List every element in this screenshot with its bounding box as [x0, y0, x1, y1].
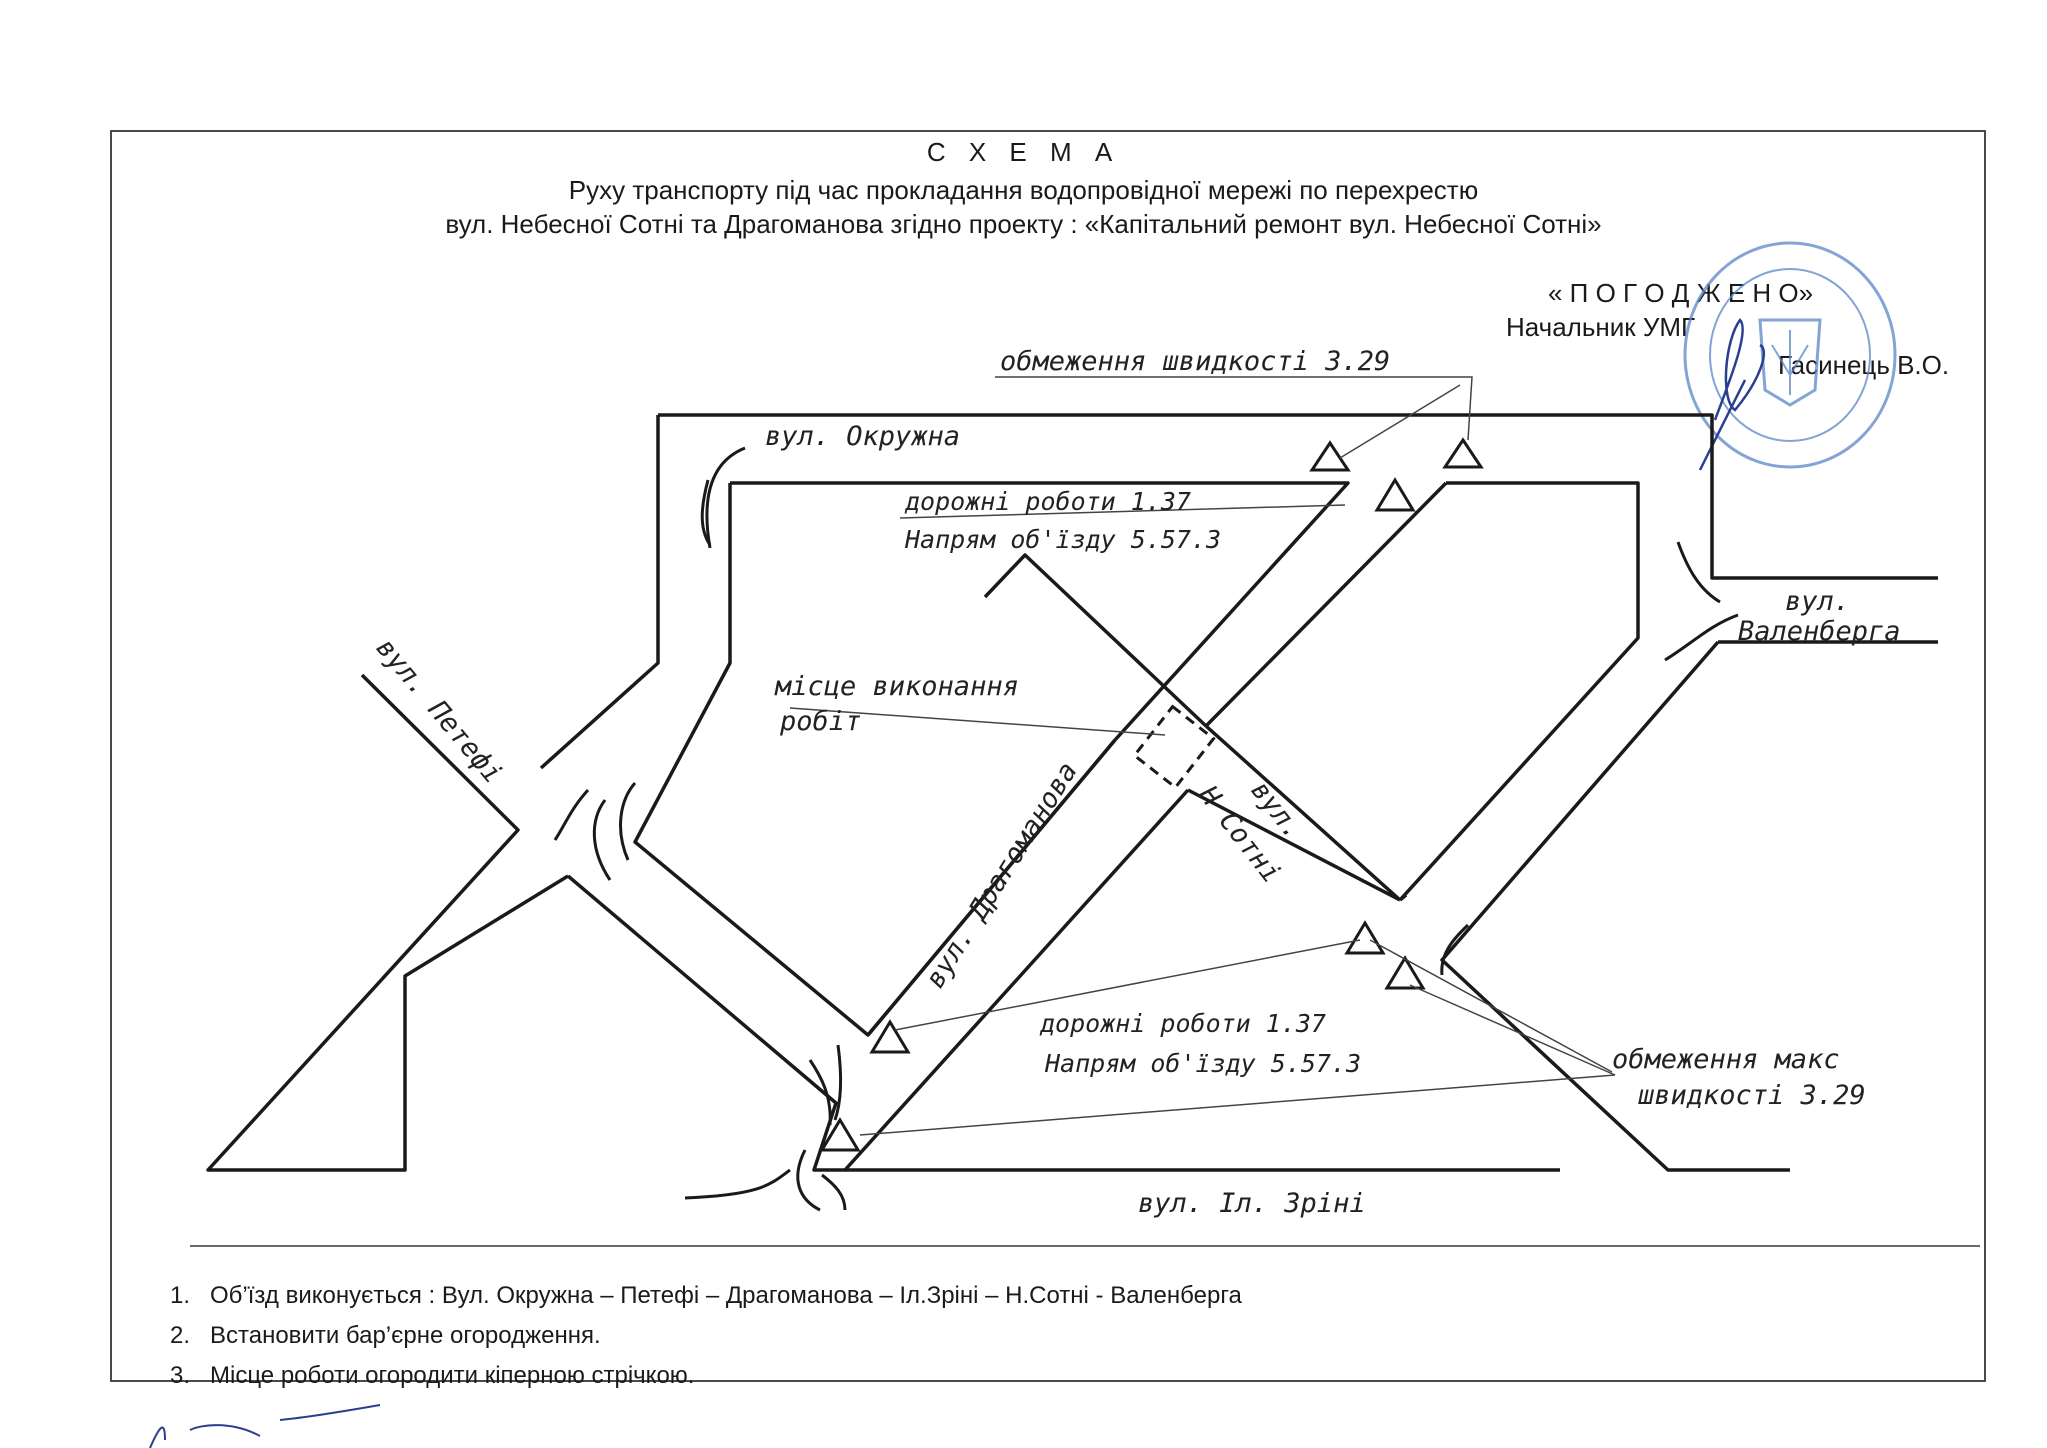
- signature: [1698, 318, 1765, 471]
- label-speed-top: обмеження швидкості 3.29: [1000, 346, 1390, 377]
- arrow-icon: [1676, 541, 1721, 604]
- approval-label: « П О Г О Д Ж Е Н О»: [1548, 278, 1814, 308]
- road-edge: [1440, 640, 1790, 1172]
- street-petefi: вул. Петефі: [370, 633, 509, 790]
- arrow-icon: [1440, 923, 1470, 976]
- arrow-icon: [821, 1173, 847, 1211]
- leader-line: [894, 939, 1361, 1031]
- document-frame: [110, 130, 1986, 1382]
- label-roadworks-bottom-1: дорожні роботи 1.37: [1039, 1009, 1326, 1038]
- arrow-icon: [553, 788, 590, 841]
- road-edge: [843, 788, 1190, 1172]
- leader-line: [789, 707, 1166, 736]
- road-edge: [1398, 893, 1408, 902]
- label-roadworks-top-1: дорожні роботи 1.37: [904, 487, 1191, 516]
- road-edge: [1398, 481, 1640, 902]
- document-title: С Х Е М А: [926, 137, 1121, 167]
- handwritten-mark: [149, 1404, 381, 1448]
- street-drahomanova: вул. Драгоманова: [920, 757, 1084, 994]
- road-edge: [1204, 724, 1402, 902]
- leader-line: [859, 984, 1616, 1136]
- arrow-icon: [808, 1059, 832, 1126]
- leader-line: [995, 376, 1473, 441]
- warning-triangle-icon: [819, 1117, 861, 1152]
- arrow-icon: [705, 446, 746, 549]
- label-speed-bottom-1: обмеження макс: [1612, 1044, 1840, 1075]
- road-edge: [658, 413, 1938, 580]
- warning-triangle-icon: [1384, 955, 1426, 990]
- road-edge: [566, 874, 1560, 1172]
- arrow-icon: [592, 799, 612, 881]
- note-item: 3.Місце роботи огородити кіперною стрічк…: [170, 1362, 695, 1389]
- arrow-icon: [796, 1149, 821, 1212]
- road-edge: [206, 673, 569, 1172]
- document-subtitle-line1: Руху транспорту під час прокладання водо…: [568, 175, 1479, 205]
- road-edge: [1187, 788, 1401, 902]
- road-edge: [866, 738, 1117, 1037]
- label-worksite-1: місце виконання: [774, 671, 1019, 702]
- label-roadworks-top-2: Напрям об'їзду 5.57.3: [904, 525, 1221, 554]
- notes-list: 1.Об’їзд виконується : Вул. Окружна – Пе…: [170, 1276, 1242, 1396]
- warning-triangle-icon: [1374, 477, 1416, 512]
- street-valenberga-1: вул.: [1785, 586, 1850, 617]
- road-edge: [983, 553, 1208, 728]
- note-item: 2.Встановити бар’єрне огородження.: [170, 1322, 601, 1349]
- approval-name: Гасинець В.О.: [1778, 350, 1950, 380]
- warning-triangle-icon: [1344, 920, 1386, 955]
- road-edge: [730, 481, 1350, 742]
- arrow-icon: [700, 479, 712, 546]
- leader-line: [1339, 384, 1461, 459]
- note-item: 1.Об’їзд виконується : Вул. Окружна – Пе…: [170, 1282, 1242, 1309]
- street-valenberga-2: Валенберга: [1738, 616, 1901, 647]
- worksite-box: [1132, 704, 1216, 790]
- arrow-icon: [619, 782, 637, 861]
- document-subtitle-line2: вул. Небесної Сотні та Драгоманова згідн…: [445, 209, 1602, 239]
- warning-triangle-icon: [1309, 440, 1351, 472]
- warning-triangle-icon: [869, 1019, 911, 1054]
- label-speed-bottom-2: швидкості 3.29: [1638, 1080, 1866, 1111]
- label-roadworks-bottom-2: Напрям об'їзду 5.57.3: [1044, 1049, 1361, 1078]
- approval-position: Начальник УМГ: [1506, 312, 1696, 342]
- road-edge: [539, 415, 660, 770]
- warning-triangle-icon: [1442, 437, 1484, 469]
- leader-line: [899, 504, 1346, 519]
- arrow-icon: [684, 1168, 791, 1200]
- leader-line: [1369, 939, 1613, 1073]
- street-okruzhna: вул. Окружна: [765, 421, 960, 452]
- road-sign-triangles: [819, 437, 1484, 1152]
- label-worksite-2: робіт: [779, 706, 861, 737]
- arrow-icon: [1664, 613, 1739, 662]
- road-edge: [1204, 481, 1448, 728]
- street-zrini: вул. Іл. Зріні: [1138, 1188, 1366, 1219]
- arrow-icon: [833, 1044, 843, 1121]
- official-stamp: [1683, 241, 1897, 469]
